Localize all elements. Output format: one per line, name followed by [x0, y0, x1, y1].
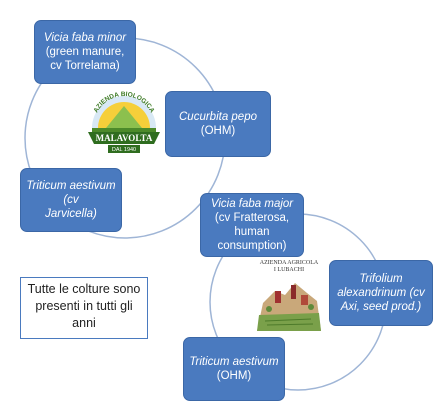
node-detail: (OHM) [216, 370, 252, 382]
lubachi-logo: AZIENDA AGRICOLA I LUBACHI [255, 255, 323, 333]
node-cucurbita-pepo: Cucurbita pepo (OHM) [165, 91, 271, 157]
node-detail: (cv Fratterosa, human consumption) [214, 212, 290, 252]
node-detail: (OHM) [200, 125, 236, 137]
malavolta-logo: AZIENDA BIOLOGICA MALAVOLTA DAL 1940 [84, 88, 164, 160]
node-vicia-faba-major: Vicia faba major (cv Fratterosa, human c… [200, 193, 304, 257]
node-detail: (green manure, cv Torrelama) [45, 46, 125, 72]
node-title: Triticum aestivum (cv [26, 180, 116, 206]
node-triticum-ohm: Triticum aestivum (OHM) [183, 337, 285, 401]
node-title: Vicia faba minor [43, 32, 127, 44]
node-title: Vicia faba major [210, 198, 294, 210]
malavolta-name: MALAVOLTA [96, 133, 153, 143]
node-triticum-jarvicella: Triticum aestivum (cv Jarvicella) [20, 168, 122, 232]
note-text: Tutte le colture sono presenti in tutti … [27, 282, 141, 330]
node-title: Trifolium alexandrinum (cv Axi, seed pro… [337, 273, 425, 313]
note-box: Tutte le colture sono presenti in tutti … [20, 277, 148, 339]
node-title: Cucurbita pepo [179, 111, 257, 123]
node-title: Triticum aestivum [189, 356, 279, 368]
node-vicia-faba-minor: Vicia faba minor (green manure, cv Torre… [34, 20, 136, 84]
node-trifolium-alexandrinum: Trifolium alexandrinum (cv Axi, seed pro… [329, 260, 433, 326]
lubachi-line2: I LUBACHI [274, 267, 304, 273]
malavolta-since: DAL 1940 [112, 147, 136, 153]
node-detail: Jarvicella) [45, 208, 97, 220]
lubachi-line1: AZIENDA AGRICOLA [260, 260, 319, 266]
